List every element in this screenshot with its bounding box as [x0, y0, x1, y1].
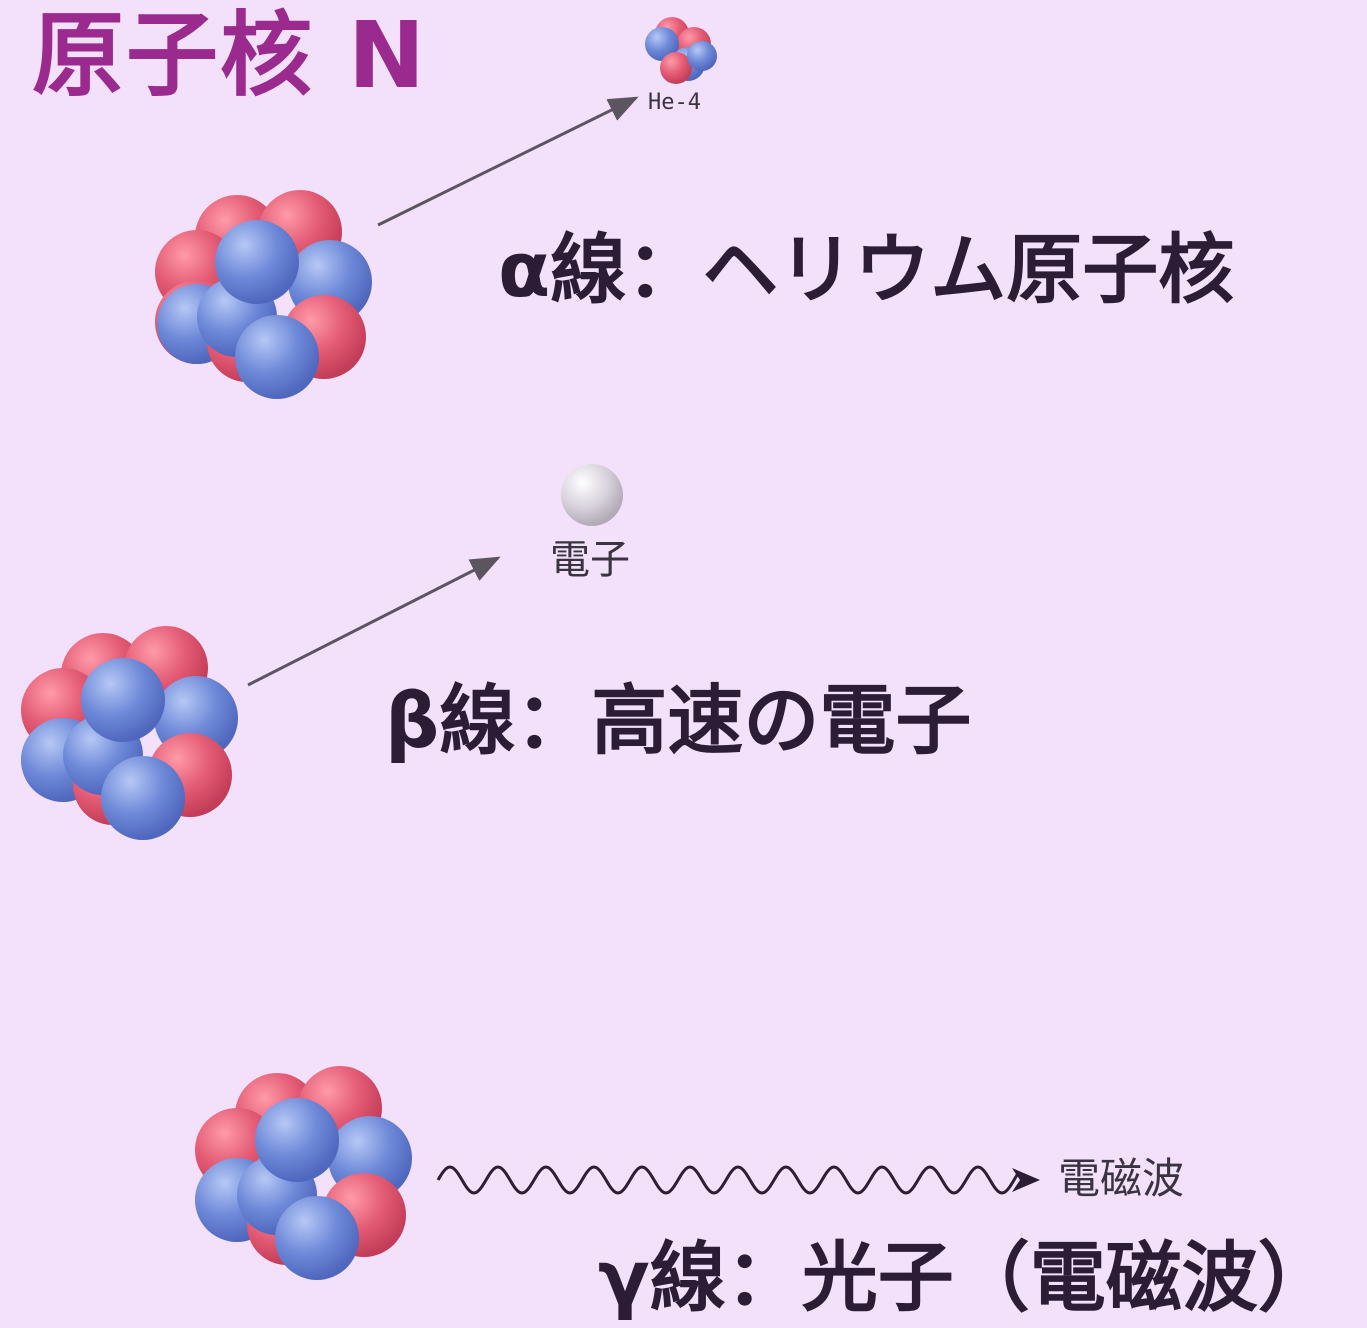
electromagnetic-wave-label: 電磁波: [1058, 1154, 1185, 1203]
nucleus-beta: [21, 626, 238, 840]
neutron: [235, 315, 319, 399]
gamma-wave: [436, 1165, 1020, 1195]
electron-particle: [561, 464, 623, 526]
alpha-caption: α線：ヘリウム原子核: [498, 225, 1235, 314]
alpha-arrow: [377, 96, 639, 227]
helium-4-particle: [645, 17, 717, 84]
nucleus-alpha: [155, 190, 372, 399]
gamma-caption: γ線：光子（電磁波）: [598, 1233, 1334, 1322]
nucleus-gamma: [195, 1066, 412, 1280]
page-title: 原子核 N: [32, 2, 428, 109]
beta-caption: β線：高速の電子: [385, 676, 972, 765]
helium-4-label: He-4: [648, 90, 701, 115]
gamma-wave-arrowhead: [1012, 1168, 1040, 1192]
neutron: [215, 220, 299, 304]
electron-label: 電子: [550, 537, 630, 583]
beta-arrow: [247, 556, 501, 687]
